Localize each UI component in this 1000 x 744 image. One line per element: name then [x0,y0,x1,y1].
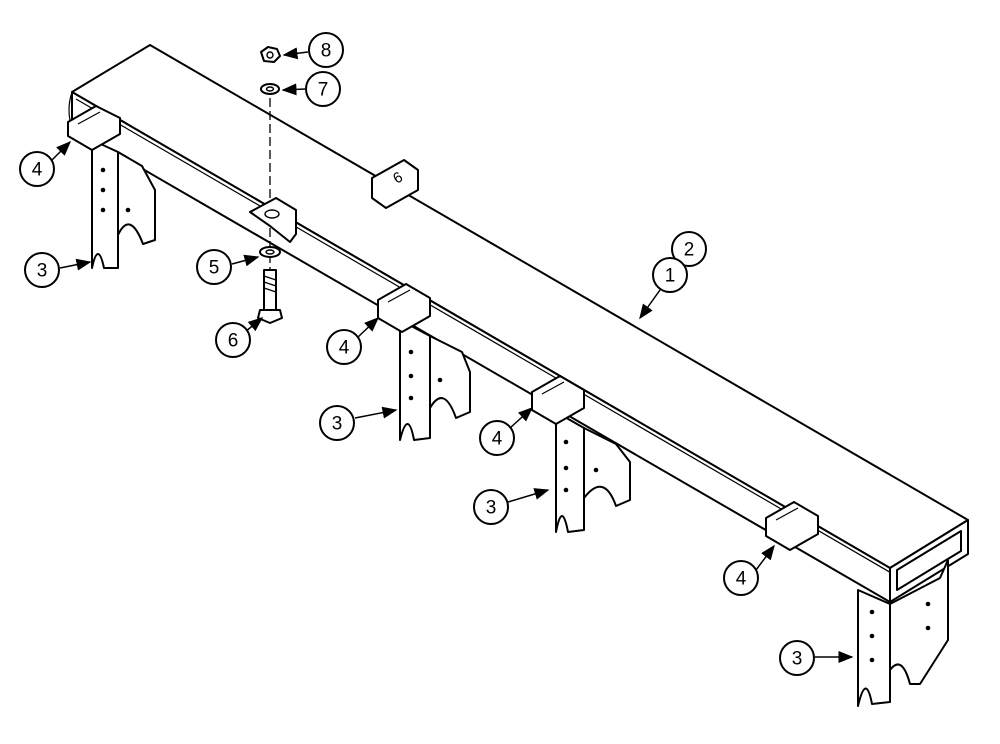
leg-assembly-second [377,283,471,441]
callout-4-second: 4 [326,316,380,365]
leg-assembly-third [531,375,631,533]
callout-4-right-label: 4 [736,569,747,590]
callout-5: 5 [196,249,260,285]
callout-3-left: 3 [24,252,92,288]
callout-8: 8 [282,32,344,68]
leg-assembly-left [67,105,156,269]
callout-3-second-label: 3 [332,414,343,435]
callout-4-third: 4 [479,406,534,456]
leg-assembly-right [765,501,949,707]
callout-3-left-label: 3 [37,261,48,282]
callout-1-label: 1 [665,266,676,287]
callout-2-label: 2 [684,240,695,261]
callout-3-third: 3 [473,488,550,525]
callout-7-label: 7 [318,80,329,101]
callout-2: 2 [671,231,707,267]
callout-4-second-label: 4 [339,338,350,359]
callout-4-left-label: 4 [32,160,43,181]
callout-1: 1 [639,257,688,320]
callout-4-third-label: 4 [492,429,503,450]
callout-3-second: 3 [319,405,398,441]
callout-3-right-label: 3 [792,649,803,670]
callout-5-label: 5 [209,258,220,279]
center-bracket: 6 [371,159,419,209]
callout-4-left: 4 [19,140,72,187]
callout-6: 6 [215,317,264,358]
callout-6-label: 6 [228,331,239,352]
callout-8-label: 8 [321,41,332,62]
callout-7: 7 [281,71,341,107]
hardware-stack [249,46,297,324]
callout-3-third-label: 3 [486,498,497,519]
callout-4-right: 4 [723,544,775,596]
callout-3-right: 3 [779,640,854,676]
toolbar-beam [68,44,969,603]
